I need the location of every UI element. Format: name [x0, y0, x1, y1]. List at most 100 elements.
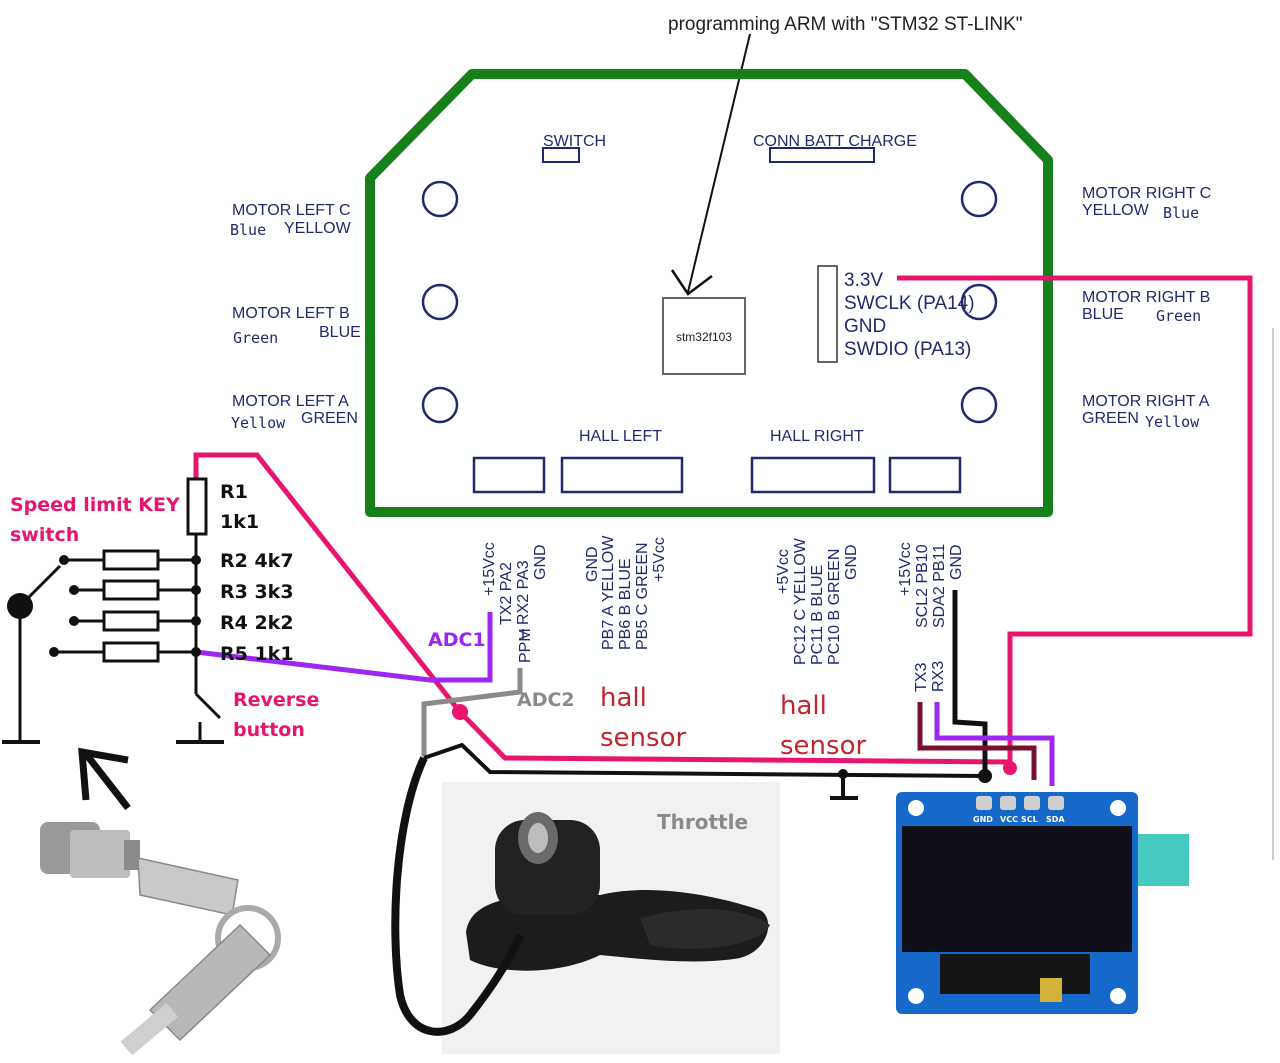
hall-sensor-2-line-2: sensor [780, 731, 866, 761]
hole-right-a [960, 386, 998, 424]
uart-right-connector [888, 456, 962, 494]
pin-swdio: SWDIO (PA13) [844, 339, 971, 360]
svg-text:MOTOR RIGHT C: MOTOR RIGHT C [1082, 185, 1211, 202]
svg-text:MOTOR LEFT A: MOTOR LEFT A [232, 393, 349, 410]
svg-text:PC11 B BLUE: PC11 B BLUE [809, 565, 826, 665]
reverse-label-1: Reverse [233, 689, 319, 711]
svg-text:SDA2 PB11: SDA2 PB11 [931, 544, 948, 628]
wire-ground [952, 590, 988, 780]
stm32-chip [662, 297, 746, 375]
motor-right-c-label: MOTOR RIGHT C YELLOW Blue [1082, 185, 1211, 222]
svg-text:GND: GND [584, 546, 601, 582]
programming-note: programming ARM with "STM32 ST-LINK" [668, 14, 1023, 35]
reverse-label-2: button [233, 719, 305, 741]
svg-text:Yellow: Yellow [231, 414, 286, 432]
svg-text:+5Vcc: +5Vcc [651, 537, 668, 582]
svg-text:+5Vcc: +5Vcc [775, 549, 792, 594]
hall-sensor-1-line-2: sensor [600, 723, 686, 753]
hall-right-connector [750, 456, 876, 494]
svg-text:Green: Green [233, 329, 278, 347]
conn-batt-charge-label: CONN BATT CHARGE [753, 133, 917, 150]
svg-text:GND: GND [532, 544, 549, 580]
adc2-label: ADC2 [517, 689, 575, 711]
svg-text:Yellow: Yellow [1145, 413, 1200, 431]
svg-text:TX3: TX3 [913, 663, 930, 692]
switch-connector [542, 147, 580, 163]
resistor-r3 [102, 579, 160, 601]
svg-text:RX2 PA3: RX2 PA3 [515, 560, 532, 625]
svg-text:+15Vcc: +15Vcc [481, 542, 498, 596]
wire-adc2 [421, 668, 523, 756]
svg-text:Blue: Blue [1163, 204, 1199, 222]
wire-throttle-black-loop [391, 756, 524, 1036]
resistor-r1 [186, 477, 208, 536]
hoverboard-mainboard: SWITCH CONN BATT CHARGE stm32f103 3.3V S… [365, 69, 1053, 517]
wire-ground-throttle [423, 742, 986, 778]
svg-text:PC12 C YELLOW: PC12 C YELLOW [792, 537, 809, 665]
svg-text:MOTOR RIGHT A: MOTOR RIGHT A [1082, 393, 1210, 410]
adc1-label: ADC1 [428, 629, 486, 651]
svg-text:GND: GND [948, 544, 965, 580]
svg-text:GREEN: GREEN [1082, 410, 1139, 427]
hall-left-connector [560, 456, 684, 494]
svg-text:PPM: PPM [517, 628, 534, 663]
hole-left-b [421, 283, 459, 321]
motor-left-b-label: MOTOR LEFT B Green BLUE [232, 305, 361, 347]
hole-right-b [960, 283, 998, 321]
motor-left-c-label: MOTOR LEFT C Blue YELLOW [230, 202, 352, 239]
r4-label: R4 2k2 [220, 612, 294, 634]
uart-left-pin-labels: +15Vcc TX2 PA2 RX2 PA3 GND PPM [481, 542, 549, 663]
r5-label: R5 1k1 [220, 643, 294, 665]
stlink-header [817, 265, 838, 363]
svg-text:PB5 C GREEN: PB5 C GREEN [634, 542, 651, 650]
hall-sensor-2-line-1: hall [780, 691, 827, 721]
chip-label: stm32f103 [676, 330, 732, 344]
svg-text:SCL2 PB10: SCL2 PB10 [914, 544, 931, 628]
pin-3v3: 3.3V [844, 270, 883, 291]
svg-text:BLUE: BLUE [319, 324, 361, 341]
pin-gnd: GND [844, 316, 886, 337]
throttle-photo: Throttle [442, 782, 780, 1054]
svg-text:Green: Green [1156, 307, 1201, 325]
wire-adc1 [195, 612, 493, 683]
oled-pin-sda: SDA [1046, 815, 1065, 824]
speed-limit-label-1: Speed limit KEY [10, 494, 180, 516]
speed-limit-label-2: switch [10, 524, 79, 546]
uart-left-connector [472, 456, 546, 494]
throttle-label: Throttle [657, 810, 748, 834]
pin-swclk: SWCLK (PA14) [844, 293, 975, 314]
svg-text:MOTOR RIGHT B: MOTOR RIGHT B [1082, 289, 1210, 306]
r1-label: R1 [220, 481, 248, 503]
svg-text:+15Vcc: +15Vcc [897, 542, 914, 596]
switch-label: SWITCH [543, 133, 606, 150]
svg-text:GND: GND [843, 544, 860, 580]
resistor-network: R1 1k1 R2 4k7 R3 3k3 R4 2k2 R5 1k1 [2, 477, 294, 811]
resistor-r4 [102, 610, 160, 632]
hole-left-a [421, 386, 459, 424]
hole-left-c [421, 180, 459, 218]
uart-right-pin-labels: +15Vcc SCL2 PB10 SDA2 PB11 GND TX3 RX3 [897, 542, 965, 692]
resistor-r2 [102, 549, 160, 571]
svg-text:YELLOW: YELLOW [284, 220, 352, 237]
oled-header-pins [976, 796, 1064, 810]
oled-module: GND VCC SCL SDA [896, 792, 1189, 1014]
motor-right-a-label: MOTOR RIGHT A GREEN Yellow [1082, 393, 1210, 431]
wire-rx3 [934, 702, 1055, 786]
oled-pin-gnd: GND [973, 815, 993, 824]
motor-right-b-label: MOTOR RIGHT B BLUE Green [1082, 289, 1210, 325]
wire-3v3-to-oled-vcc [897, 275, 1253, 766]
svg-text:PB7 A YELLOW: PB7 A YELLOW [600, 535, 617, 650]
svg-text:MOTOR LEFT B: MOTOR LEFT B [232, 305, 350, 322]
motor-left-a-label: MOTOR LEFT A Yellow GREEN [231, 393, 358, 432]
wire-tx3 [917, 702, 1037, 780]
batt-charge-connector [769, 147, 875, 163]
key-arrow [78, 747, 131, 811]
reverse-button-contact [194, 692, 222, 720]
hole-right-c [960, 180, 998, 218]
wire-pink-supply [193, 452, 1011, 765]
resistor-r5 [102, 641, 160, 663]
svg-text:GREEN: GREEN [301, 410, 358, 427]
svg-text:BLUE: BLUE [1082, 306, 1124, 323]
oled-pin-scl: SCL [1021, 815, 1038, 824]
